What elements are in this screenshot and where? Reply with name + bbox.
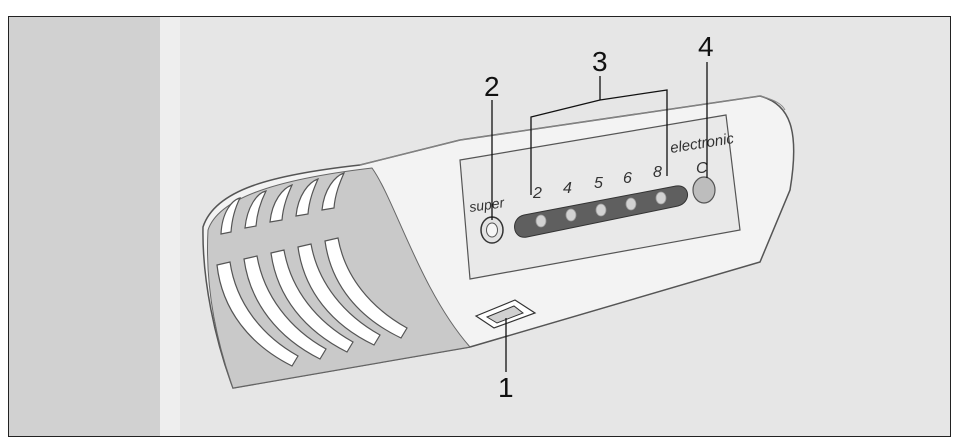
level-label-5: 8 — [653, 164, 662, 181]
c-button-label: C — [696, 160, 708, 177]
control-panel-face — [459, 114, 741, 280]
callout-2: 2 — [484, 71, 500, 102]
level-label-3: 5 — [594, 175, 603, 192]
level-label-2: 4 — [563, 180, 572, 197]
led-lights — [535, 191, 667, 228]
wall-left-strip — [9, 17, 160, 436]
callout-4: 4 — [698, 31, 714, 62]
grille-slots-upper — [220, 171, 346, 235]
c-button[interactable] — [692, 176, 716, 204]
led-4 — [625, 197, 637, 211]
super-label: super — [468, 194, 506, 215]
led-5 — [655, 191, 667, 205]
wall-edge — [160, 17, 180, 436]
callout-3: 3 — [592, 46, 608, 77]
level-label-1: 2 — [532, 185, 542, 202]
grille-slots-lower — [216, 237, 408, 367]
callout-lines — [491, 62, 708, 372]
super-button[interactable] — [480, 216, 504, 244]
callout-1: 1 — [498, 372, 514, 403]
housing-top-edge — [359, 95, 786, 166]
led-1 — [535, 214, 547, 228]
led-3 — [595, 203, 607, 217]
led-2 — [565, 208, 577, 222]
door-switch[interactable] — [474, 299, 537, 329]
level-label-4: 6 — [623, 170, 632, 187]
